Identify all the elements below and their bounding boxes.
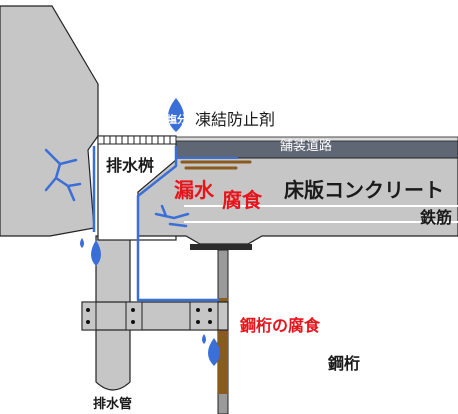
water-leak-path xyxy=(92,146,220,302)
girder-rust-zone xyxy=(218,298,228,394)
antifreeze-label: 凍結防止剤 xyxy=(195,110,276,129)
deck-concrete-label: 床版コンクリート xyxy=(284,178,444,202)
crack-icon xyxy=(44,148,82,202)
drain-basin-label: 排水桝 xyxy=(106,156,155,175)
corrosion-streaks xyxy=(180,160,252,170)
corrosion-label: 腐食 xyxy=(222,188,262,212)
steel-girder-label: 鋼桁 xyxy=(328,354,361,373)
salt-badge-label: 塩分 xyxy=(167,115,187,126)
clamp-plate-right xyxy=(189,301,219,331)
pavement-label: 舗装道路 xyxy=(280,139,333,154)
clamp-plate-mid xyxy=(125,301,143,331)
girder-water-drop-icon xyxy=(202,334,220,366)
water-drop-icon xyxy=(80,238,101,266)
drain-grate-slots xyxy=(103,136,171,144)
drain-pipe-label: 排水管 xyxy=(93,397,133,412)
leakage-label: 漏水 xyxy=(174,178,214,202)
rebar-label: 鉄筋 xyxy=(420,208,453,227)
pavement-surface xyxy=(175,136,458,142)
bolt-icon xyxy=(86,308,212,324)
slab-crack-icon xyxy=(154,204,190,228)
clamp-plate-left xyxy=(81,301,97,331)
abutment-wall xyxy=(0,5,99,237)
salt-drop-icon xyxy=(168,98,184,132)
girder-corrosion-label: 鋼桁の腐食 xyxy=(240,316,321,335)
bearing-plate xyxy=(190,244,252,250)
